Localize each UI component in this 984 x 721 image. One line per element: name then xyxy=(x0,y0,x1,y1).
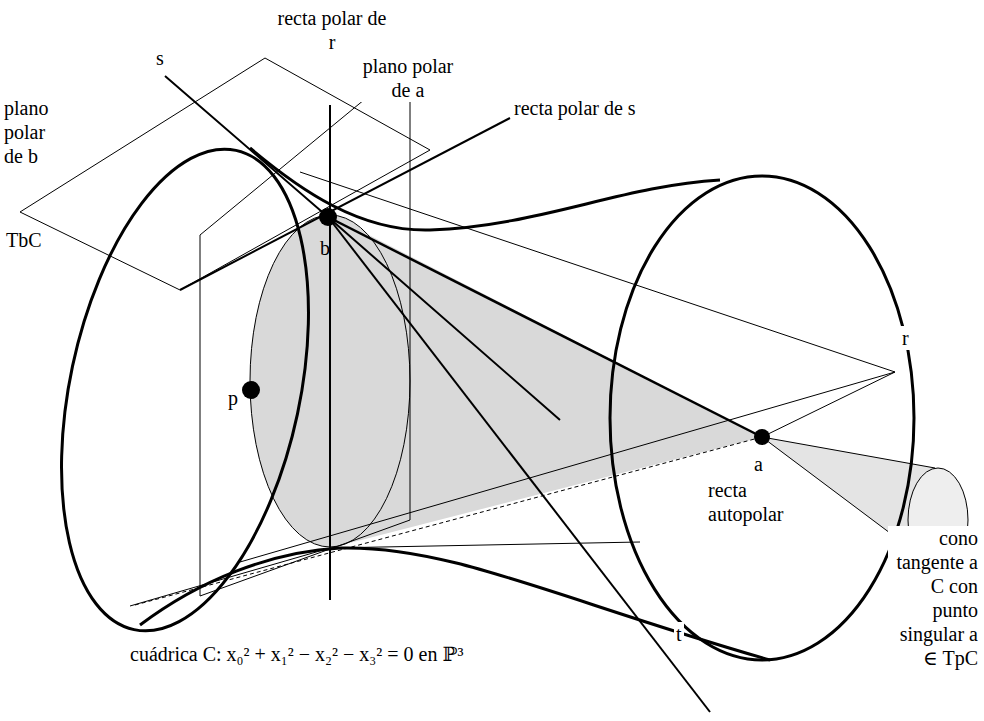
point-label: p xyxy=(226,386,240,410)
self-polar-line xyxy=(328,217,710,712)
quadric-outline xyxy=(22,126,349,653)
point-p xyxy=(242,381,260,399)
point-label: b xyxy=(318,236,332,260)
construction-line xyxy=(130,172,895,606)
plane-label: plano polar de a xyxy=(356,54,460,102)
line-label: recta polar de s xyxy=(512,96,638,120)
line-label: t xyxy=(674,622,684,646)
point-a xyxy=(754,429,770,445)
line-s xyxy=(165,76,560,420)
line-ab xyxy=(328,217,762,437)
caption: cuádrica C: x₀² + x₁² − x₂² − x₃² = 0 en… xyxy=(128,642,466,666)
polar-line-r xyxy=(329,105,331,600)
plane-label: plano polar de b xyxy=(2,96,68,168)
polar-line-s xyxy=(180,118,510,290)
point-label: a xyxy=(752,452,765,476)
point-label: r xyxy=(900,326,911,350)
polar-plane xyxy=(200,62,410,596)
point-b xyxy=(319,208,337,226)
cone-label: cono tangente a C con punto singular a ∈… xyxy=(888,526,980,670)
line-label: recta polar de r xyxy=(272,6,392,54)
line-label: recta autopolar xyxy=(706,478,800,526)
quadric-outline xyxy=(610,176,914,660)
plane-label: TbC xyxy=(4,228,44,252)
quadric-outline xyxy=(250,148,720,230)
dashed-line xyxy=(135,437,762,605)
line-label: s xyxy=(154,46,166,70)
